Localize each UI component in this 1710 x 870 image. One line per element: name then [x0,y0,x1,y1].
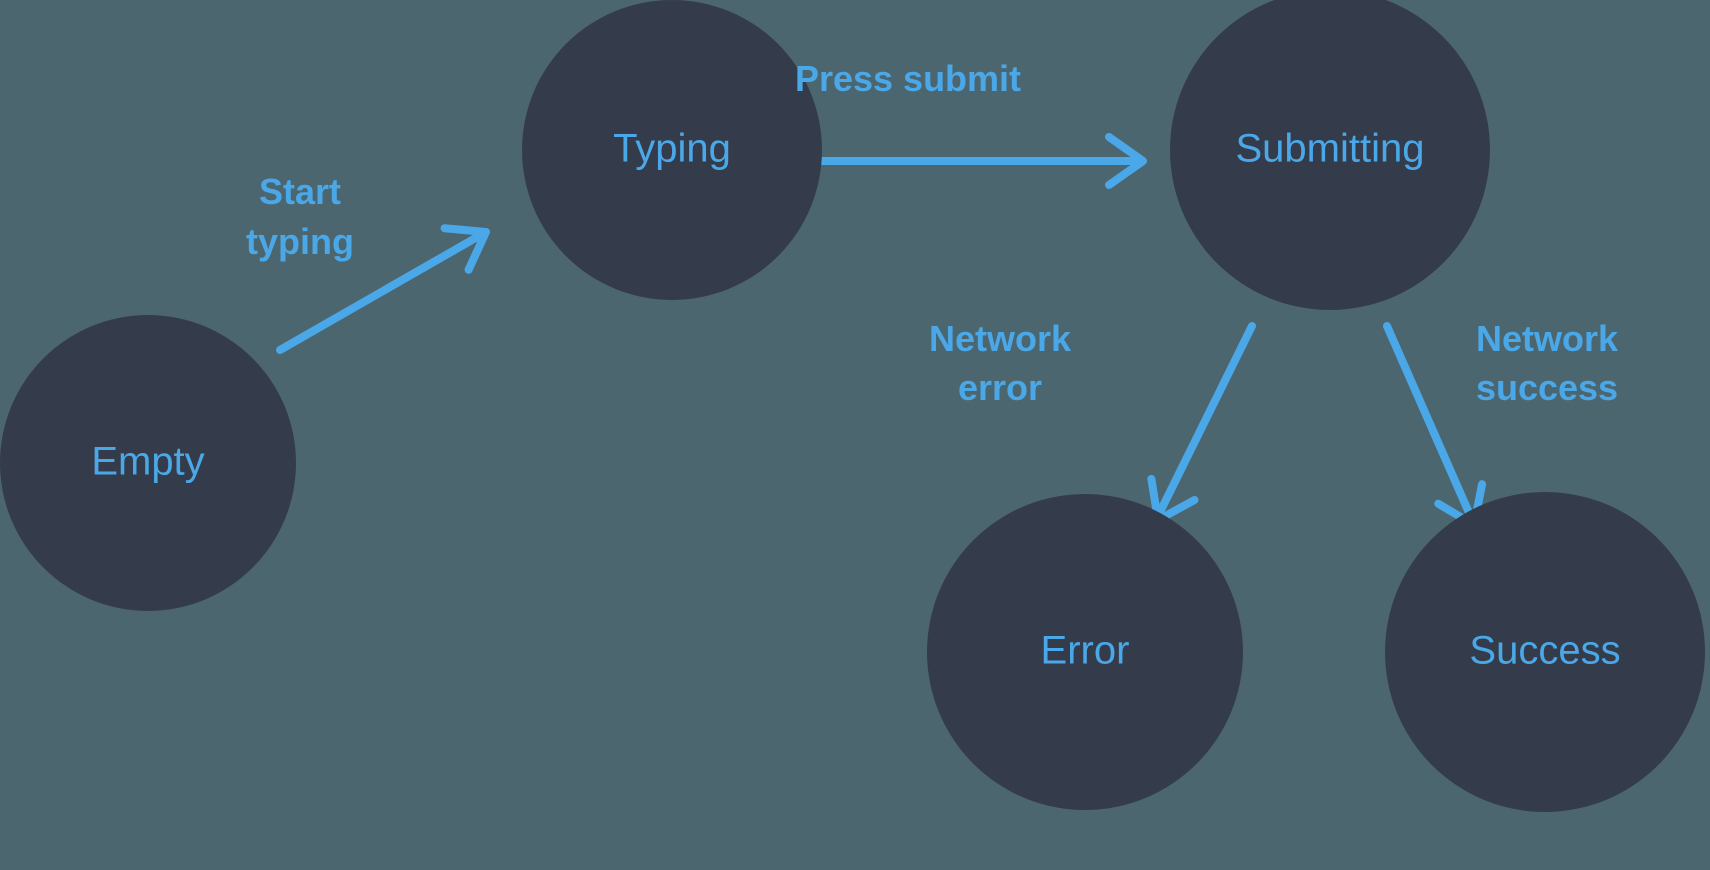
state-node-circle-submitting[interactable] [1170,0,1490,310]
edge-label-typing-to-submitting: Press submit [795,58,1021,99]
state-node-typing[interactable]: Typing [522,0,822,300]
state-node-label-submitting: Submitting [1236,127,1425,171]
state-node-success[interactable]: Success [1385,492,1705,812]
state-node-empty[interactable]: Empty [0,315,296,611]
edge-label-line: Start [259,171,341,212]
edge-line-submitting-to-success [1383,322,1474,519]
edge-label-line: Network [929,318,1072,359]
edge-arrowhead-empty-to-typing [440,224,490,274]
state-node-circle-typing[interactable] [522,0,822,300]
edges-layer [276,133,1487,529]
edge-line-submitting-to-error [1156,322,1256,516]
edge-label-line: error [958,367,1042,408]
edge-label-submitting-to-success: Network success [1476,318,1619,408]
state-node-label-error: Error [1041,629,1130,673]
state-node-error[interactable]: Error [927,494,1243,810]
edge-label-line: Press submit [795,58,1021,99]
state-node-label-empty: Empty [91,440,204,484]
state-node-circle-success[interactable] [1385,492,1705,812]
edge-label-submitting-to-error: Network error [929,318,1072,408]
state-node-circle-empty[interactable] [0,315,296,611]
state-node-submitting[interactable]: Submitting [1170,0,1490,310]
state-node-circle-error[interactable] [927,494,1243,810]
edge-label-line: typing [246,221,354,262]
edge-label-line: success [1476,367,1618,408]
state-node-label-typing: Typing [613,127,731,171]
edge-line-empty-to-typing [276,228,490,354]
state-node-label-success: Success [1469,629,1620,673]
edge-empty-to-typing [276,224,490,354]
edge-label-line: Network [1476,318,1619,359]
edge-arrowhead-typing-to-submitting [1105,133,1147,189]
edge-label-empty-to-typing: Start typing [246,171,354,262]
edge-typing-to-submitting [762,133,1147,189]
